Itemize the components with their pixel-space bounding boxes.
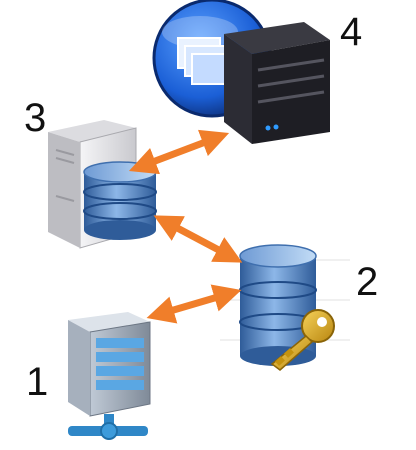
arrow-3-4	[128, 129, 230, 175]
label-1: 1	[26, 360, 49, 404]
label-4: 4	[340, 10, 363, 54]
network-server-icon	[68, 312, 151, 440]
label-3: 3	[24, 96, 47, 140]
web-server-icon	[224, 22, 330, 144]
database-icon	[83, 161, 157, 240]
label-2: 2	[356, 260, 379, 304]
arrow-3-2	[153, 215, 243, 263]
arrow-1-2	[146, 284, 242, 324]
database-key-icon	[220, 244, 350, 371]
windows-globe-icon	[152, 0, 272, 118]
